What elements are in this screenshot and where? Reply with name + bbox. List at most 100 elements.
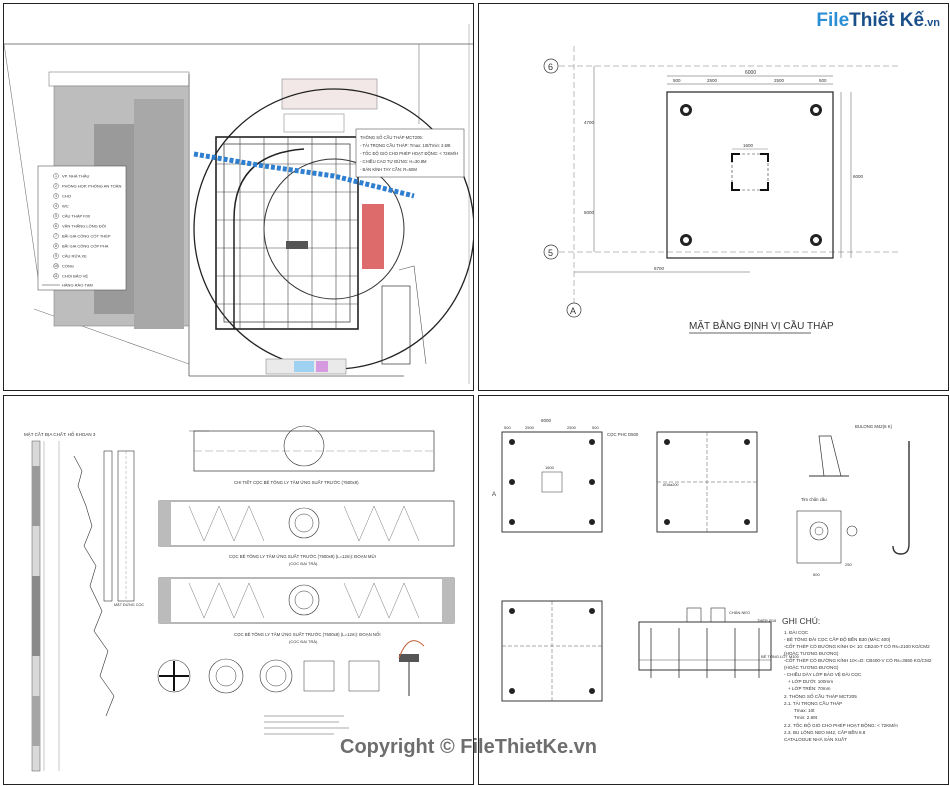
pile-title-1: CHI TIẾT CỌC BÊ TÔNG LY TÂM ỨNG SUẤT TRƯ… bbox=[234, 480, 359, 485]
label-bolt: BULONG M42(6 K) bbox=[855, 424, 893, 429]
spt-curve bbox=[73, 455, 115, 717]
legend-label: CHỢ bbox=[62, 194, 72, 199]
svg-text:2500: 2500 bbox=[525, 425, 535, 430]
svg-text:2500: 2500 bbox=[567, 425, 577, 430]
legend-label: WC bbox=[62, 204, 69, 209]
dim-span: 4700 bbox=[584, 120, 595, 125]
copyright-watermark: Copyright © FileThietKe.vn bbox=[340, 736, 597, 758]
panel-foundation-details: 6000 500 2500 2500 500 1600 CỌC PHC D500… bbox=[478, 395, 949, 785]
crane-note-line: - BÁN KÍNH TAY CẦN: R=50M bbox=[360, 167, 417, 172]
legend-label: CỔNG bbox=[62, 264, 74, 269]
svg-text:600: 600 bbox=[813, 572, 820, 577]
label-steel: THÉP Ø16 bbox=[757, 618, 777, 623]
crane-plan-drawing: 6 5 A 6000 500 2500 2500 500 1600 6000 bbox=[543, 46, 899, 334]
svg-text:500: 500 bbox=[592, 425, 599, 430]
note-line: Tmax: 10t bbox=[794, 708, 815, 713]
dim-side: 6000 bbox=[853, 174, 864, 179]
legend-label: CẦU RỬA XE bbox=[62, 254, 87, 259]
legend-label: CẦU THÁP F00 bbox=[62, 214, 91, 219]
crane-note-line: - TỐC ĐỘ GIÓ CHO PHÉP HOẠT ĐỘNG: < 72KM/… bbox=[360, 151, 458, 156]
svg-text:2500: 2500 bbox=[707, 78, 718, 83]
pile-sub-2: (CỌC ĐẠI TRÀ) bbox=[289, 561, 318, 566]
note-line: -CỐT THÉP CÓ ĐƯỜNG KÍNH D< 10: CB240-T C… bbox=[784, 643, 930, 649]
pile-title-2: CỌC BÊ TÔNG LY TÂM ỨNG SUẤT TRƯỚC (?500x… bbox=[229, 554, 376, 559]
label-axis-a: A bbox=[492, 492, 496, 498]
pipe-line bbox=[193, 151, 415, 199]
axis-label-a: A bbox=[570, 306, 576, 316]
material-storage bbox=[362, 204, 384, 269]
svg-text:1: 1 bbox=[55, 174, 57, 178]
svg-text:7: 7 bbox=[55, 234, 57, 238]
crane-note-line: - CHIỀU CAO TỰ ĐỨNG: H=30.9M bbox=[360, 159, 427, 164]
logo-text-part2: Thiết Kế bbox=[849, 10, 925, 31]
dim-bottom: 6700 bbox=[654, 266, 665, 271]
dim-plan-1-width: 6000 bbox=[541, 418, 552, 423]
crane-note-line: THÔNG SỐ CẦU THÁP MCT205: bbox=[360, 135, 423, 140]
foundation-section bbox=[638, 621, 772, 671]
svg-text:11: 11 bbox=[54, 274, 58, 278]
svg-text:250: 250 bbox=[845, 562, 852, 567]
notes-lines bbox=[264, 715, 349, 735]
note-line: (HOẶC TƯƠNG ĐƯƠNG) bbox=[784, 664, 839, 670]
note-line: (HOẶC TƯƠNG ĐƯƠNG) bbox=[784, 650, 839, 656]
dim-lower: 5000 bbox=[584, 210, 595, 215]
site-layout-drawing: THÔNG SỐ CẦU THÁP MCT205: - TẢI TRỌNG CẦ… bbox=[4, 24, 473, 384]
svg-text:500: 500 bbox=[819, 78, 827, 83]
svg-text:8: 8 bbox=[55, 244, 57, 248]
note-line: 2.1. TẢI TRỌNG CẦU THÁP bbox=[784, 700, 842, 706]
svg-text:6: 6 bbox=[55, 224, 57, 228]
building-grid bbox=[215, 136, 359, 330]
pile-markers bbox=[680, 104, 822, 246]
note-line: -CỐT THÉP CÓ ĐƯỜNG KÍNH 10<=D: CB400-V C… bbox=[784, 657, 932, 663]
foundation-details-drawing: 6000 500 2500 2500 500 1600 CỌC PHC D500… bbox=[492, 418, 932, 742]
svg-text:9: 9 bbox=[55, 254, 57, 258]
bolt-elevation bbox=[818, 435, 842, 477]
note-line: + LỚP TRÊN: 70mm bbox=[788, 684, 831, 691]
section-details bbox=[157, 640, 425, 696]
panel-pile-details: MẶT CẮT ĐỊA CHẤT: HỐ KHOAN 3 MẶT ĐỨNG CỌ… bbox=[3, 395, 474, 785]
label-rebar-plan-2: Ø16a200 bbox=[663, 483, 679, 487]
label-foot-detail: Tim chân cầu bbox=[801, 497, 827, 502]
axis-label-5: 5 bbox=[548, 248, 553, 258]
svg-text:2: 2 bbox=[55, 184, 57, 188]
dim-inner: 1600 bbox=[743, 143, 754, 148]
svg-text:10: 10 bbox=[54, 264, 58, 268]
legend-box bbox=[37, 165, 127, 291]
note-line: - BÊ TÔNG ĐÀI CỌC CẤP ĐỘ BỀN B30 (MÁC 40… bbox=[784, 635, 891, 642]
site-logo: FileThiết Kế.vn bbox=[816, 10, 940, 32]
pile-sub-3: (CỌC ĐẠI TRÀ) bbox=[289, 639, 318, 644]
svg-text:2500: 2500 bbox=[774, 78, 785, 83]
pile-side-label: MẶT ĐỨNG CỌC bbox=[114, 602, 144, 607]
note-line: Tmin: 2.69t bbox=[794, 715, 818, 720]
logo-text-part1: File bbox=[816, 10, 850, 31]
crane-note-line: - TẢI TRỌNG CẦU THÁP: Tmax: 10t/Tmin: 2.… bbox=[360, 143, 451, 148]
pile-elevation bbox=[103, 450, 113, 602]
logo-suffix: .vn bbox=[924, 17, 940, 29]
parking-row bbox=[48, 71, 190, 87]
label-anchor: CHÂN NEO bbox=[729, 610, 750, 615]
panel-site-layout: THÔNG SỐ CẦU THÁP MCT205: - TẢI TRỌNG CẦ… bbox=[3, 3, 474, 391]
legend-label: VP. NHÀ THẦU bbox=[62, 174, 90, 179]
note-line: 2.2. TỐC ĐỘ GIÓ CHO PHÉP HOẠT ĐỘNG: < 72… bbox=[784, 722, 898, 728]
label-concrete: BÊ TÔNG LÓT M100 bbox=[761, 654, 800, 659]
note-line: CATALOGUE NHÀ SẢN XUẤT bbox=[784, 736, 847, 742]
note-line: 2. THÔNG SỐ CẦU THÁP MCT205 bbox=[784, 693, 857, 699]
label-pile-phc: CỌC PHC D500 bbox=[607, 432, 639, 437]
note-line: 2.3. BU LÔNG NEO M42, CẤP BỀN 8.8 bbox=[784, 729, 866, 735]
axis-label-6: 6 bbox=[548, 62, 553, 72]
panel-crane-location-plan: 6 5 A 6000 500 2500 2500 500 1600 6000 bbox=[478, 3, 949, 391]
legend-label: CHÒI BẢO VỆ bbox=[62, 274, 88, 279]
svg-text:3: 3 bbox=[55, 194, 57, 198]
svg-text:4: 4 bbox=[55, 204, 57, 208]
legend-label: BÃI GIA CÔNG CỐP PHA bbox=[62, 244, 109, 249]
legend-label: BÃI GIA CÔNG CỐT THÉP bbox=[62, 234, 111, 239]
note-line: + LỚP DƯỚI: 100mm bbox=[788, 678, 833, 684]
plan-title: MẶT BẰNG ĐỊNH VỊ CẦU THÁP bbox=[689, 319, 834, 332]
bolt-group bbox=[731, 153, 769, 191]
svg-text:500: 500 bbox=[504, 425, 511, 430]
legend-label: VẬN THĂNG LỒNG ĐÔI bbox=[62, 224, 106, 229]
pile-title-3: CỌC BÊ TÔNG LY TÂM ỨNG SUẤT TRƯỚC (?500x… bbox=[234, 632, 381, 637]
note-line: 1. ĐÀI CỌC bbox=[784, 629, 809, 635]
pile-details-drawing: MẶT CẮT ĐỊA CHẤT: HỐ KHOAN 3 MẶT ĐỨNG CỌ… bbox=[24, 425, 455, 772]
